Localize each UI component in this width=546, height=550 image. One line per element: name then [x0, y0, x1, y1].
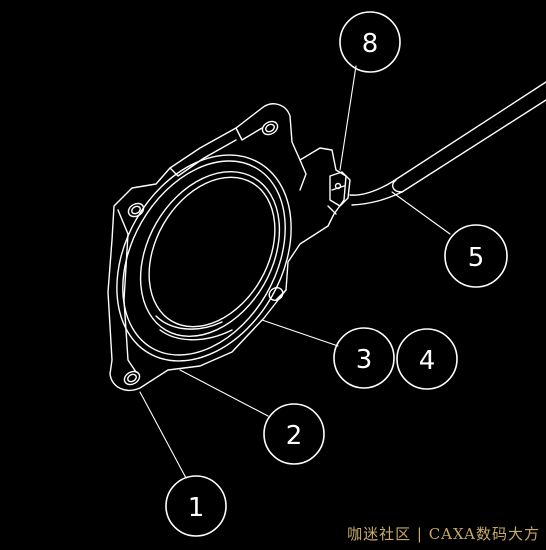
- balloon-3-label: 3: [356, 345, 373, 375]
- balloon-3: 3: [333, 327, 395, 389]
- sensor-connector: [327, 171, 351, 215]
- bearing-rings: [116, 154, 292, 362]
- balloon-8-label: 8: [362, 29, 379, 59]
- balloon-5-label: 5: [468, 243, 485, 273]
- bolt-holes: [123, 120, 284, 386]
- balloon-4: 4: [396, 328, 458, 390]
- watermark: 咖迷社区 | CAXA数码大方: [347, 525, 540, 543]
- cable: [349, 81, 546, 206]
- housing-flange: [107, 103, 347, 392]
- balloon-4-label: 4: [419, 346, 436, 376]
- balloon-2-label: 2: [286, 421, 303, 451]
- leader-lines: [139, 65, 451, 479]
- balloon-2: 2: [263, 403, 325, 465]
- balloon-1: 1: [165, 475, 227, 537]
- balloon-5: 5: [444, 224, 508, 288]
- balloon-1-label: 1: [188, 493, 205, 523]
- balloon-8: 8: [339, 11, 401, 73]
